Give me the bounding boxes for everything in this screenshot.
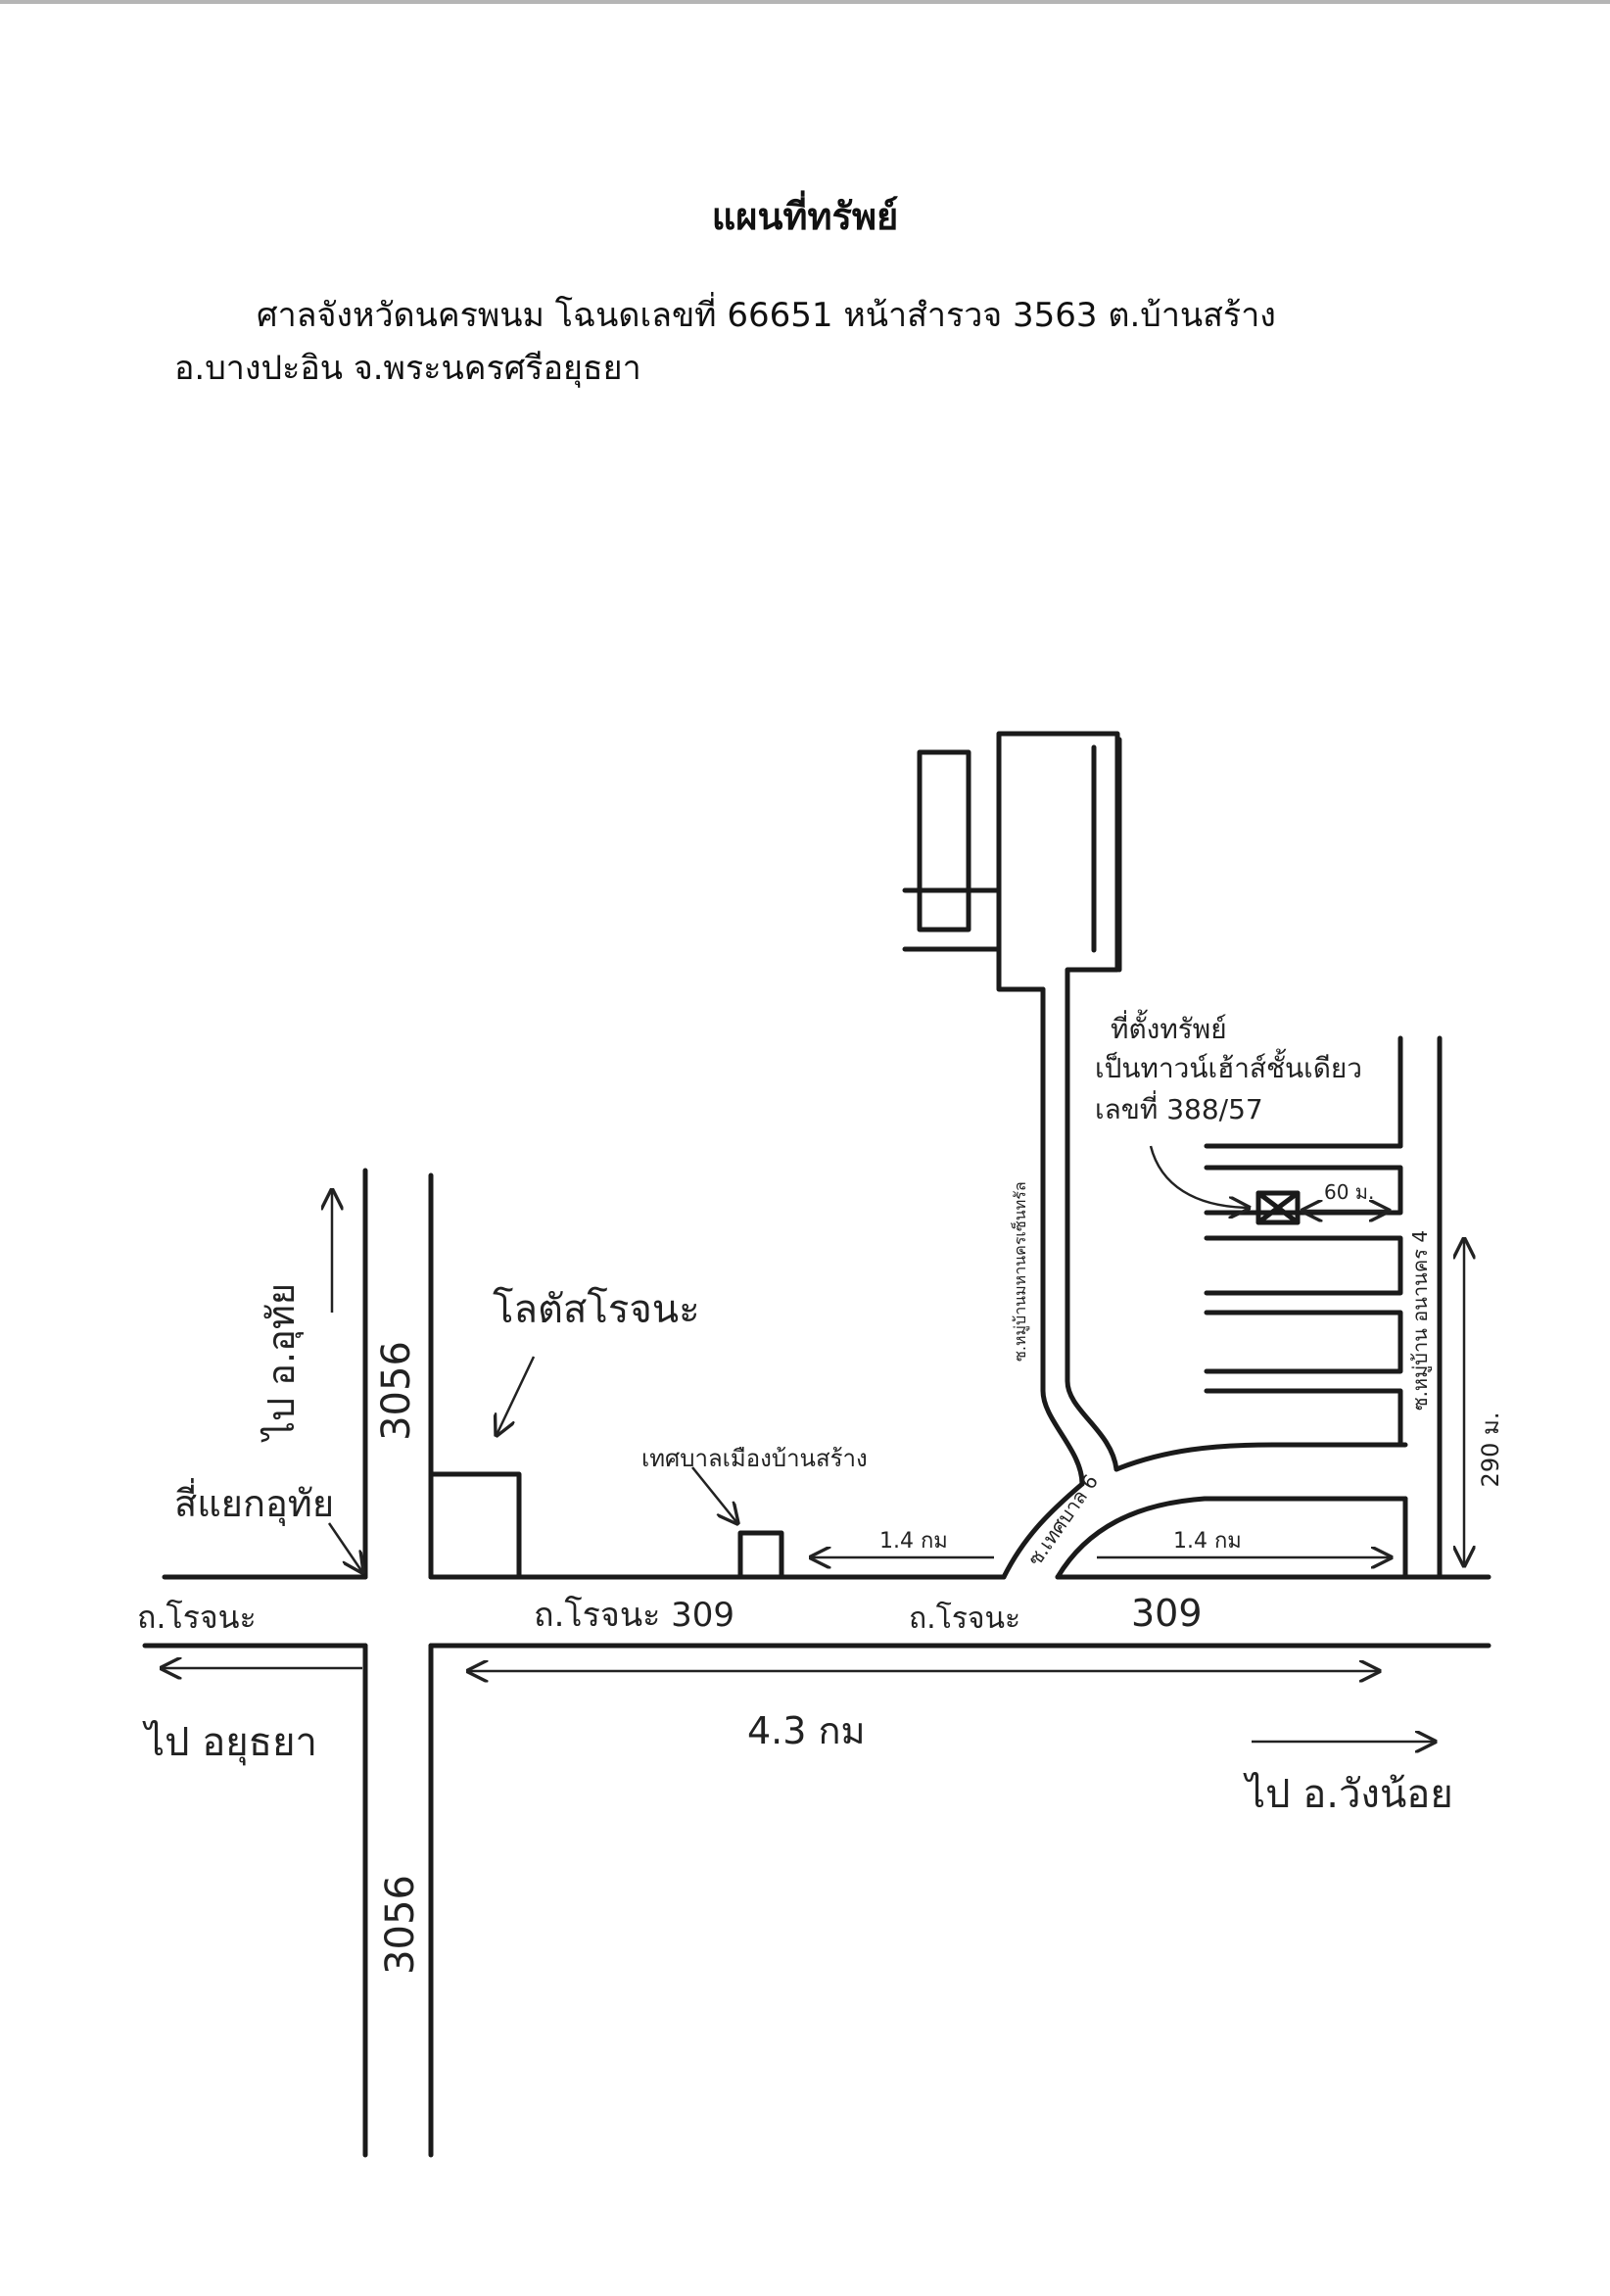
label-soi-tessaban-6: ซ.เทศบาล 6: [1022, 1470, 1103, 1570]
label-road-3056-south: 3056: [378, 1875, 423, 1975]
label-dist-1-4-right: 1.4 กม: [1173, 1529, 1242, 1554]
road-3056: [362, 1168, 434, 2158]
label-to-uthai: ไป อ.อุทัย: [260, 1283, 304, 1443]
village-anancorn-4: [1204, 1035, 1443, 1580]
label-road-309-b: 309: [1131, 1592, 1203, 1635]
soi-tessaban-6: [1001, 1442, 1408, 1580]
label-lotus: โลตัสโรจนะ: [493, 1287, 700, 1332]
label-dist-290m: 290 ม.: [1477, 1412, 1504, 1488]
scan-edge: [0, 0, 1610, 4]
label-rojana-309-b: ถ.โรจนะ: [909, 1601, 1020, 1636]
label-property-line-3: เลขที่ 388/57: [1095, 1090, 1263, 1125]
label-soi-village-right: ซ.หมู่บ้าน อนานคร 4: [1408, 1230, 1433, 1411]
label-to-wangnoi: ไป อ.วังน้อย: [1243, 1772, 1453, 1817]
lotus-building: [428, 1471, 522, 1580]
property-marker: [1255, 1190, 1301, 1225]
label-rojana-309-a: ถ.โรจนะ 309: [534, 1596, 734, 1635]
label-dist-60m: 60 ม.: [1324, 1180, 1374, 1204]
soi-village-lane: [902, 731, 1122, 1487]
arrow-lotus: [497, 1356, 536, 1435]
arrow-property: [1149, 1145, 1249, 1208]
arrow-junction: [327, 1522, 362, 1572]
label-dist-1-4-left: 1.4 กม: [879, 1529, 948, 1554]
label-rojana-left: ถ.โรจนะ: [137, 1599, 257, 1636]
deed-info-line-1: ศาลจังหวัดนครพนม โฉนดเลขที่ 66651 หน้าสำ…: [257, 296, 1276, 335]
label-property-line-1: ที่ตั้งทรัพย์: [1111, 1009, 1227, 1045]
road-rojana-309: [142, 1574, 1492, 1649]
label-soi-village-left: ซ.หมู่บ้านมหานครเซ็นทรัล: [1010, 1181, 1030, 1362]
label-uthai-junction: สี่แยกอุทัย: [174, 1478, 334, 1526]
label-property-line-2: เป็นทาวน์เฮ้าส์ชั้นเดียว: [1095, 1048, 1362, 1084]
label-to-ayutthaya: ไป อยุธยา: [142, 1720, 317, 1766]
label-road-3056-north: 3056: [374, 1341, 419, 1441]
municipality-building: [737, 1530, 784, 1580]
label-dist-4-3: 4.3 กม: [747, 1709, 866, 1752]
page-title: แผนที่ทรัพย์: [711, 195, 899, 238]
label-municipality: เทศบาลเมืองบ้านสร้าง: [641, 1445, 868, 1472]
arrow-municipality: [691, 1466, 737, 1523]
deed-info-line-2: อ.บางปะอิน จ.พระนครศรีอยุธยา: [174, 349, 641, 388]
